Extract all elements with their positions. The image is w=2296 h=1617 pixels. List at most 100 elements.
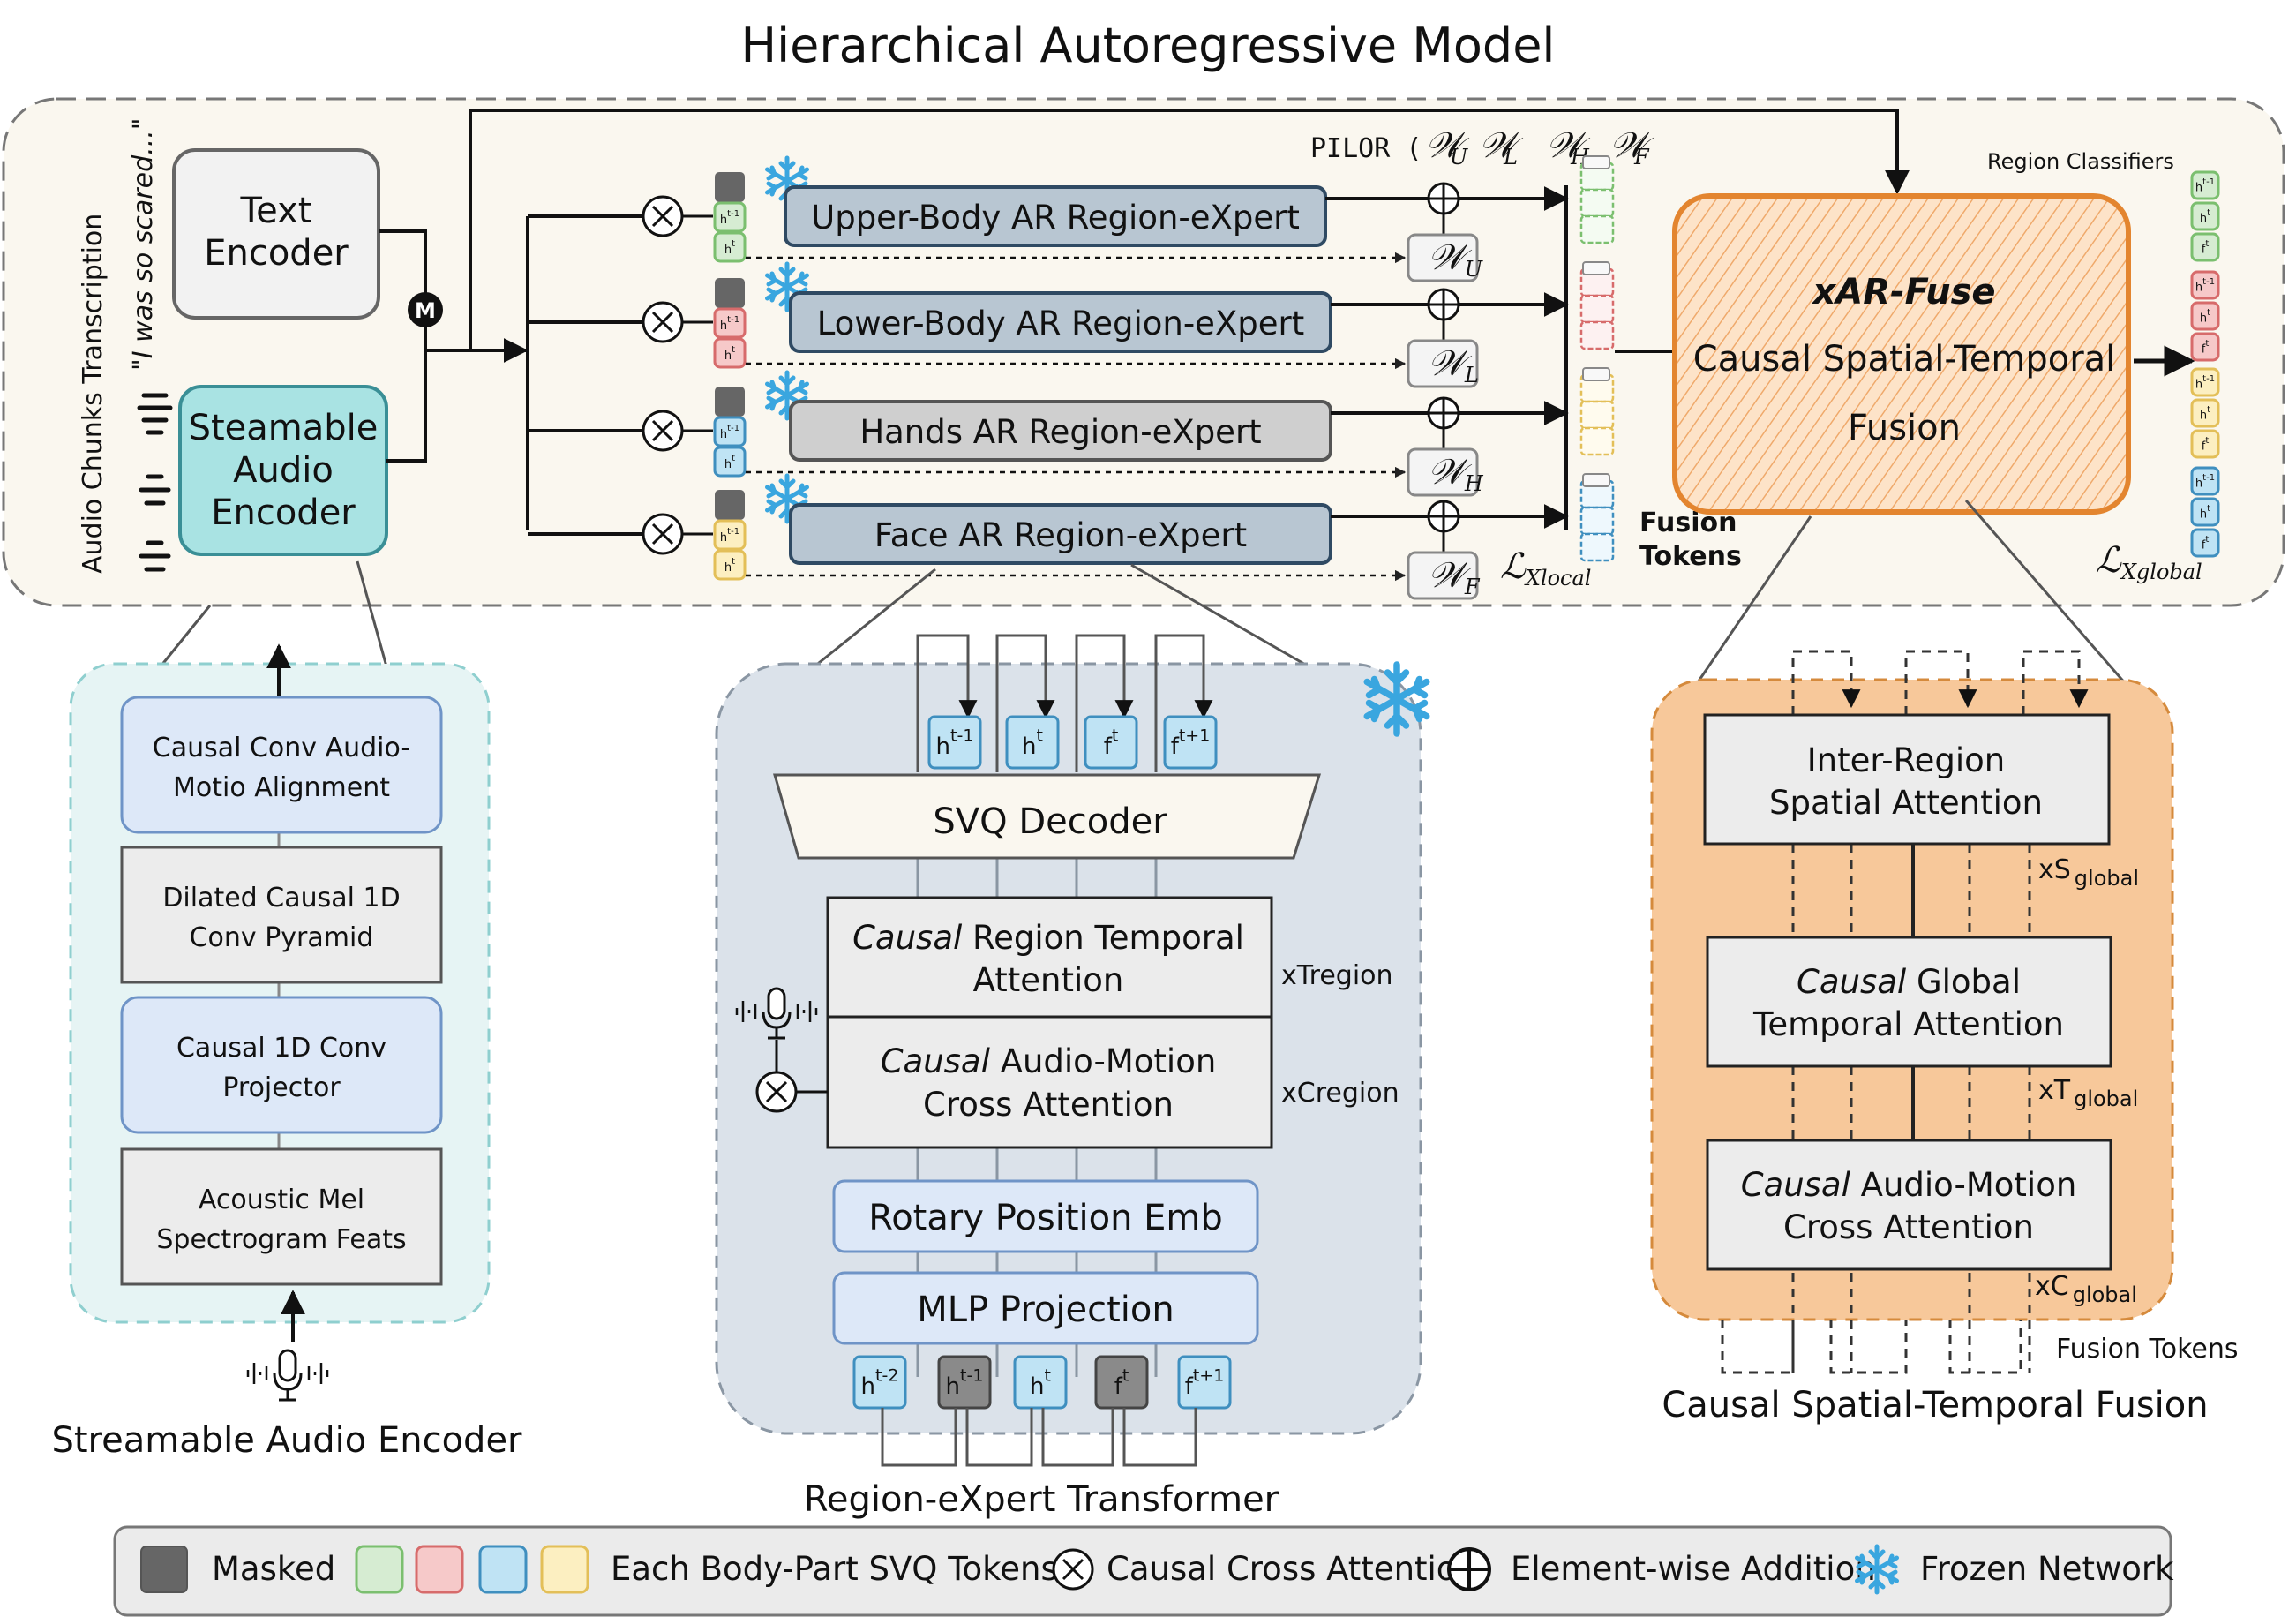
classifier-token-label: ft bbox=[2202, 239, 2210, 257]
decoder-output-token bbox=[1005, 715, 1060, 770]
text-encoder-box bbox=[172, 148, 380, 320]
audio-encoder-label: Encoder bbox=[211, 493, 356, 533]
global-temporal-label: Causal Global bbox=[1797, 963, 2021, 1001]
encoder-block-label: Spectrogram Feats bbox=[156, 1224, 406, 1255]
fusion-input-loop bbox=[1829, 1320, 1908, 1374]
input-loop bbox=[881, 1408, 957, 1467]
token-cur bbox=[713, 549, 747, 581]
zoom-line bbox=[159, 605, 212, 667]
inter-region-label: Spatial Attention bbox=[1769, 784, 2043, 822]
fusion-token bbox=[1579, 426, 1615, 456]
classifier-token bbox=[2190, 466, 2220, 496]
region-temporal-attention-label: Attention bbox=[973, 961, 1124, 999]
fusion-token bbox=[1579, 320, 1615, 350]
audio-encoder-label: Steamable bbox=[189, 408, 379, 448]
classifier-token bbox=[2190, 201, 2220, 231]
encoder-block bbox=[120, 696, 443, 834]
fusion-input-loop bbox=[1948, 1320, 2022, 1374]
cross-attention-icon bbox=[642, 410, 684, 452]
legend-svq-label: Each Body-Part SVQ Tokens bbox=[611, 1550, 1058, 1588]
classifier-token-label: ht-1 bbox=[2195, 374, 2215, 392]
decoder-output-token bbox=[1084, 715, 1138, 770]
masked-token bbox=[715, 387, 745, 417]
decoder-output-token-label: ft bbox=[1104, 726, 1119, 760]
legend-frozen-label: Frozen Network bbox=[1920, 1550, 2174, 1588]
x-c-region-label: xCregion bbox=[1281, 1078, 1399, 1109]
token-prev-label: ht-1 bbox=[720, 424, 739, 441]
audio-chunk-icon bbox=[139, 540, 171, 572]
token-cur-label: ht bbox=[724, 345, 735, 363]
transformer-input-token bbox=[1177, 1355, 1232, 1410]
classifier-token-label: ht-1 bbox=[2195, 473, 2215, 491]
svg-text:F: F bbox=[1633, 145, 1650, 169]
zoom-line bbox=[1130, 563, 1309, 668]
audio-encoder-box bbox=[178, 385, 388, 556]
classifier-token bbox=[2190, 270, 2220, 300]
svg-text:L: L bbox=[1503, 145, 1518, 169]
addition-icon bbox=[1427, 500, 1460, 533]
cross-attention-icon bbox=[642, 195, 684, 237]
fusion-token-cap bbox=[1582, 155, 1610, 169]
text-encoder-label: Encoder bbox=[204, 233, 349, 274]
audio-motion-cross-attention-label: Cross Attention bbox=[923, 1086, 1174, 1124]
encoder-block bbox=[120, 846, 443, 984]
transformer-input-token bbox=[937, 1355, 992, 1410]
token-prev-label: ht-1 bbox=[720, 527, 739, 545]
classifier-token bbox=[2190, 429, 2220, 459]
feedback-loop bbox=[995, 634, 1055, 772]
classifier-token bbox=[2190, 497, 2220, 527]
fusion-token bbox=[1579, 214, 1615, 244]
feedback-loop bbox=[916, 634, 978, 772]
decoder-output-token-label: ft+1 bbox=[1171, 726, 1211, 760]
zoom-line bbox=[1694, 515, 1812, 686]
region-expert-box bbox=[784, 185, 1327, 247]
fusion-token bbox=[1579, 188, 1615, 218]
fusion-tokens-label: Tokens bbox=[1639, 541, 1742, 572]
classifier-token-label: ht bbox=[2200, 208, 2210, 226]
region-expert-box bbox=[789, 503, 1332, 565]
pilor-weight-box bbox=[1407, 551, 1479, 600]
encoder-block bbox=[120, 996, 443, 1134]
global-cross-attention-label: Cross Attention bbox=[1783, 1208, 2034, 1246]
legend-masked-label: Masked bbox=[212, 1550, 335, 1588]
masked-token bbox=[715, 490, 745, 520]
zoom-line bbox=[1964, 500, 2128, 686]
encoder-block-label: Causal 1D Conv bbox=[176, 1033, 386, 1064]
classifier-token-label: ft bbox=[2202, 535, 2210, 553]
region-expert-label: Lower-Body AR Region-eXpert bbox=[817, 305, 1305, 342]
legend-lower-swatch bbox=[415, 1545, 464, 1594]
legend-masked-swatch bbox=[140, 1546, 188, 1593]
legend-add-label: Element-wise Addition bbox=[1511, 1550, 1876, 1588]
token-prev-label: ht-1 bbox=[720, 209, 739, 227]
classifier-token-label: ht bbox=[2200, 405, 2210, 423]
region-expert-label: Upper-Body AR Region-eXpert bbox=[811, 199, 1300, 237]
zoom-line bbox=[356, 560, 388, 667]
xar-fuse-title: xAR-Fuse bbox=[1811, 272, 1995, 312]
fusion-feedback-loop bbox=[1904, 650, 1977, 715]
token-prev bbox=[713, 416, 747, 447]
transformer-input-token-label: ht-2 bbox=[861, 1365, 899, 1400]
pilor-weight-box bbox=[1407, 233, 1479, 282]
transformer-input-token-label: ft bbox=[1114, 1365, 1129, 1400]
transformer-input-token-label: ft+1 bbox=[1185, 1365, 1225, 1400]
cross-attention-icon bbox=[642, 301, 684, 343]
fusion-tokens-bottom-label: Fusion Tokens bbox=[2056, 1334, 2238, 1365]
inter-region-spatial-attention-block bbox=[1703, 713, 2111, 846]
transformer-caption: Region-eXpert Transformer bbox=[804, 1479, 1279, 1520]
fusion-feedback-loop bbox=[1791, 650, 1861, 715]
fusion-input-loop bbox=[1721, 1320, 1795, 1374]
addition-icon bbox=[1427, 182, 1460, 215]
feedback-loop bbox=[1154, 634, 1213, 772]
loss-global-label: ℒXglobal bbox=[2096, 540, 2202, 584]
audio-chunk-icon bbox=[139, 474, 171, 506]
region-classifiers-label: Region Classifiers bbox=[1987, 149, 2174, 174]
mlp-projection-label: MLP Projection bbox=[917, 1290, 1174, 1330]
merge-output-line bbox=[424, 327, 443, 352]
transformer-input-token-label: ht-1 bbox=[946, 1365, 984, 1400]
